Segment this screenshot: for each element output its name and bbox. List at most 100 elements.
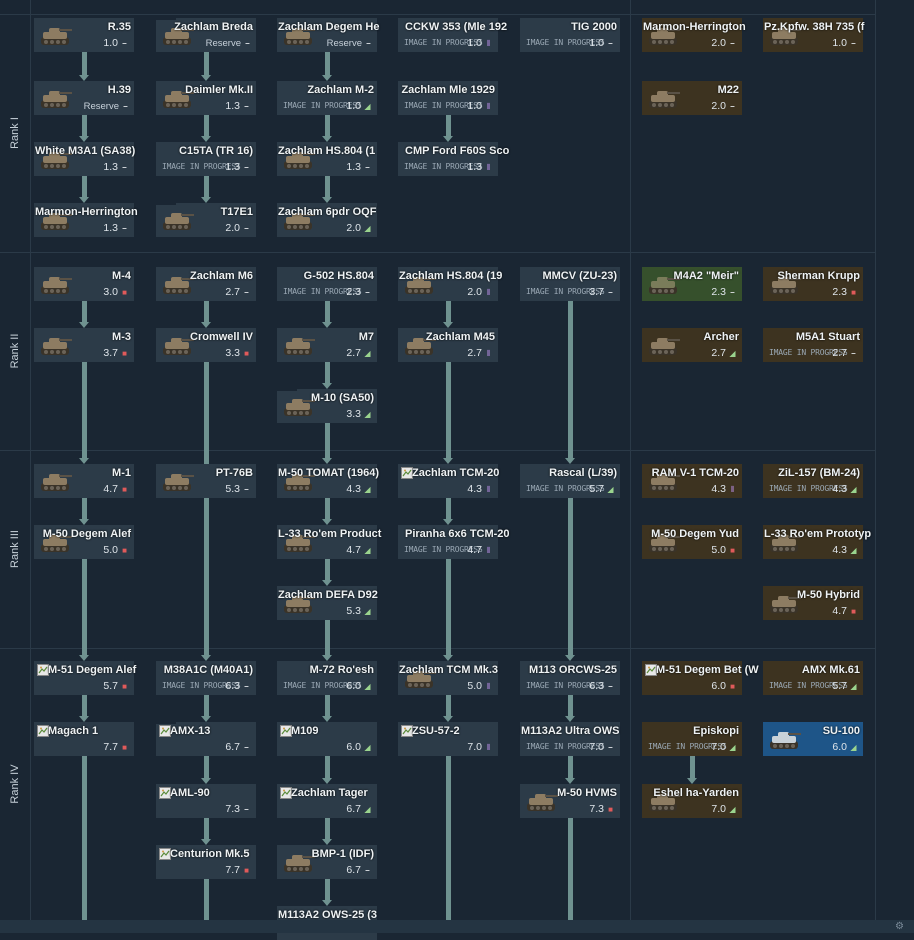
battle-rating: 3.3◢ [346, 408, 371, 420]
vehicle-card[interactable]: M-10 (SA50)3.3◢ [277, 389, 377, 423]
tree-connector [203, 52, 209, 75]
arrow-down-icon [79, 75, 89, 81]
image-status-label: IMAGE IN PROGRESS [283, 101, 362, 110]
dash-icon: – [366, 39, 371, 48]
battle-rating: 2.3– [711, 286, 735, 298]
vehicle-card[interactable]: M4A2 "Meir"2.3– [642, 267, 742, 301]
arrow-down-icon [322, 580, 332, 586]
image-status-label: IMAGE IN PROGRESS [648, 742, 727, 751]
medium-tank-icon: ■ [730, 546, 735, 555]
medium-tank-icon: ■ [730, 682, 735, 691]
tank-icon [159, 332, 195, 360]
image-status-label: IMAGE IN PROGRESS [526, 484, 605, 493]
gear-icon[interactable]: ⚙ [895, 921, 904, 932]
vehicle-name: Zachlam M45 [425, 331, 495, 343]
vehicle-name: M-50 TOMAT (1964) [278, 467, 380, 479]
broken-image-icon [159, 847, 171, 860]
tank-icon [766, 271, 802, 299]
arrow-down-icon [79, 519, 89, 525]
medium-tank-icon: ■ [851, 288, 856, 297]
tree-connector [445, 756, 451, 920]
tank-icon [280, 529, 316, 557]
vehicle-card[interactable]: BMP-1 (IDF)6.7– [277, 845, 377, 879]
rank-label: Rank III [9, 530, 21, 568]
battle-rating: 2.0– [711, 100, 735, 112]
vehicle-name: Magach 1 [48, 725, 99, 737]
battle-rating: 4.3⫴ [711, 483, 735, 495]
arrow-down-icon [201, 839, 211, 845]
tree-connector [324, 695, 330, 716]
arrow-down-icon [201, 136, 211, 142]
spaa-icon: ⫴ [486, 349, 491, 358]
vehicle-card[interactable]: M-50 TOMAT (1964)4.3◢ [277, 464, 380, 498]
battle-rating: 3.7■ [103, 347, 127, 359]
arrow-down-icon [565, 458, 575, 464]
broken-image-icon [280, 786, 292, 799]
vehicle-card[interactable]: White M3A1 (SA38)1.3– [34, 142, 135, 176]
dash-icon: – [851, 349, 856, 358]
